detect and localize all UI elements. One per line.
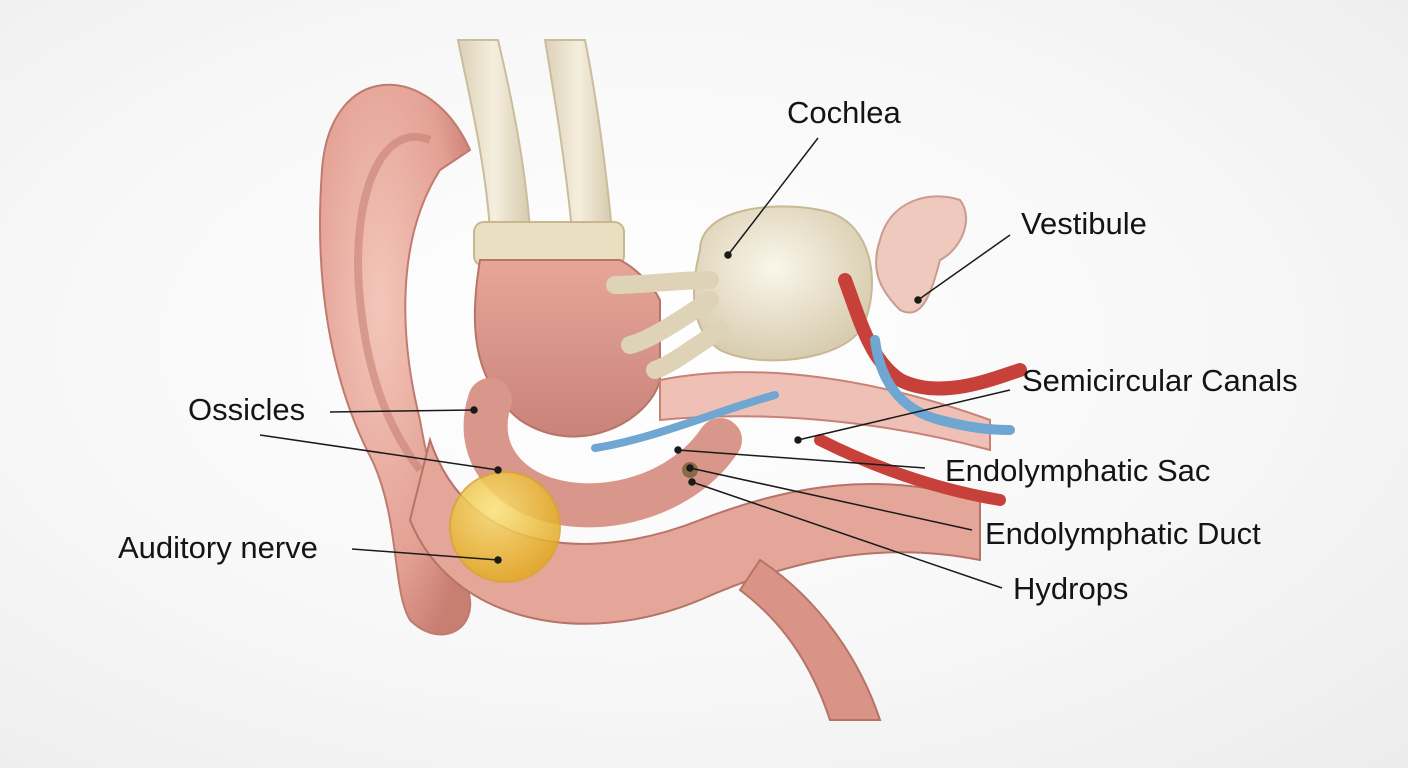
cochlea-branches [606,271,729,379]
leader-ossicles-dot-2 [494,466,502,474]
lower-canal [408,436,981,625]
artery-lower [814,434,1006,506]
leader-semicircular [797,389,1011,441]
leader-ossicles [329,409,475,413]
label-endolymphatic-sac: Endolymphatic Sac [945,453,1211,488]
leader-auditory [351,548,499,561]
label-auditory-nerve: Auditory nerve [118,530,318,565]
leader-cochlea [727,137,819,256]
leader-hydrops [691,481,1003,589]
leader-endo-sac-dot [674,446,682,454]
leader-vestibule [917,234,1011,301]
label-hydrops: Hydrops [1013,571,1129,606]
leader-auditory-dot [494,556,502,564]
leader-ossicles-dot [470,406,478,414]
lower-tail [738,558,882,721]
bone-tube-right [543,39,614,231]
leader-vestibule-dot [914,296,922,304]
leader-endo-sac [677,449,926,469]
label-endolymphatic-duct: Endolymphatic Duct [985,516,1261,551]
label-cochlea: Cochlea [787,95,901,130]
blue-duct [591,391,779,452]
leader-endo-duct-dot [686,464,694,472]
leader-hydrops-dot [688,478,696,486]
artery [838,273,1027,396]
fluid-sphere [449,471,561,583]
vein [870,335,1015,435]
leader-endo-duct [689,467,973,531]
vestibule-body [875,195,967,314]
tissue-layer [659,371,991,452]
bone-tube-left [456,39,532,231]
label-vestibule: Vestibule [1021,206,1147,241]
label-ossicles: Ossicles [188,392,306,427]
leader-cochlea-dot [724,251,732,259]
leader-ossicles-2 [259,434,499,471]
pinna-fold [354,133,432,473]
leader-semicircular-dot [794,436,802,444]
label-semicircular-canals: Semicircular Canals [1022,363,1298,398]
